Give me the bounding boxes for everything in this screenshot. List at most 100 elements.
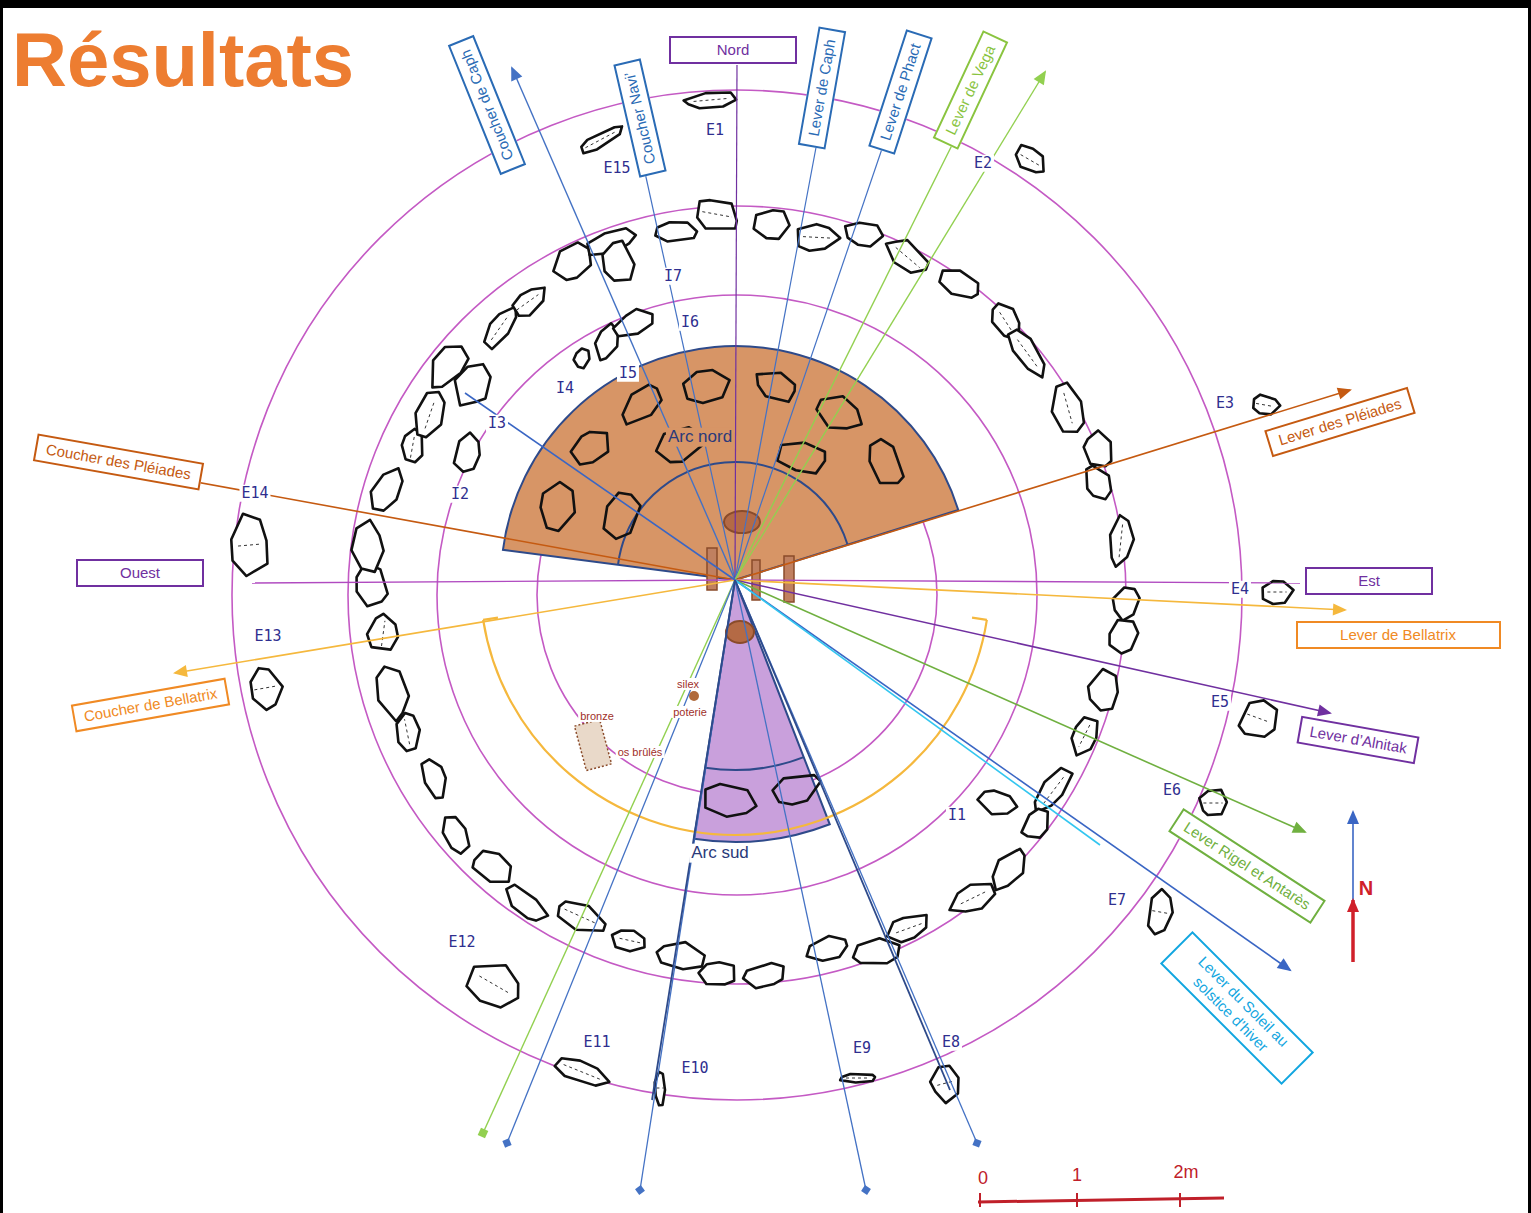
burnt-bone-deposit xyxy=(574,719,611,770)
frame-bar xyxy=(1528,0,1531,1213)
alignment-line xyxy=(735,93,978,580)
reference-circle xyxy=(232,90,1242,1100)
stone-axis xyxy=(517,295,539,310)
alignment-label: Coucher des Pléiades xyxy=(44,440,192,483)
stone xyxy=(939,271,978,298)
alignment-lines xyxy=(130,65,1350,1190)
stone-axis xyxy=(1064,393,1072,423)
stone xyxy=(684,92,737,108)
stone-axis xyxy=(585,132,614,147)
stone-number: E5 xyxy=(1209,694,1231,711)
stone-axis xyxy=(491,315,508,340)
alignment-box: Ouest xyxy=(76,559,204,587)
stone-axis xyxy=(382,621,385,646)
stone-number: I4 xyxy=(554,380,576,397)
stone-axis xyxy=(702,212,732,217)
alignment-label: Nord xyxy=(680,41,786,59)
stone-axis xyxy=(1267,592,1286,593)
stone-number: I7 xyxy=(662,268,684,285)
stone-number: E11 xyxy=(581,1034,612,1051)
alignment-box: Lever de Vega xyxy=(932,30,1008,150)
frame-bar xyxy=(0,0,1531,8)
stone-number: E10 xyxy=(679,1060,710,1077)
stone xyxy=(506,885,548,921)
hearth xyxy=(726,621,754,643)
stone-number: E1 xyxy=(704,122,726,139)
alignment-label: Coucher de Caph xyxy=(457,47,518,163)
stone-number: I5 xyxy=(617,365,639,382)
stone xyxy=(1263,581,1294,604)
stone xyxy=(371,468,403,510)
alignment-line xyxy=(735,65,737,580)
stone xyxy=(699,962,735,984)
alignment-line xyxy=(735,390,1350,580)
stone xyxy=(422,759,446,798)
stone-number: E14 xyxy=(239,485,270,502)
alignment-box: Est xyxy=(1305,567,1433,595)
alignment-line xyxy=(735,110,823,580)
stone xyxy=(377,667,409,722)
alignment-line xyxy=(735,580,1305,832)
alignment-line xyxy=(735,580,1300,583)
stone xyxy=(978,791,1018,815)
plan-label: Arc sud xyxy=(689,844,751,863)
alignment-line xyxy=(130,470,735,580)
stone-axis xyxy=(1247,714,1268,722)
stone-number: E15 xyxy=(601,160,632,177)
bellatrix-arc-end xyxy=(972,618,987,620)
alignment-line xyxy=(735,580,977,1143)
alignment-box: Lever d’Alnitak xyxy=(1296,716,1419,764)
stone xyxy=(555,1058,610,1085)
stone xyxy=(887,915,926,942)
alignment-box: Lever du Soleil au solstice d’hiver xyxy=(1160,931,1314,1085)
stone xyxy=(251,668,283,710)
alignment-label: Est xyxy=(1316,572,1422,590)
reference-circles xyxy=(232,90,1242,1100)
stone xyxy=(1072,717,1098,755)
north-arc-inner xyxy=(618,462,848,565)
stone xyxy=(1113,587,1140,620)
stone-axis xyxy=(1256,403,1274,406)
stone xyxy=(886,240,928,273)
alignment-box: Lever Rigel et Antarès xyxy=(1168,808,1326,924)
alignment-label: Coucher de Bellatrix xyxy=(82,684,218,725)
plan-label: poterie xyxy=(671,706,709,718)
north-arc-sector xyxy=(503,346,958,580)
stone xyxy=(697,200,737,228)
stone xyxy=(655,222,697,241)
plan-label: bronze xyxy=(578,710,616,722)
stone-axis xyxy=(238,544,262,546)
stone-number: E7 xyxy=(1106,892,1128,909)
stone-number: E2 xyxy=(972,155,994,172)
stone-number: E6 xyxy=(1161,782,1183,799)
scale-number: 1 xyxy=(1070,1166,1084,1186)
scale-tick xyxy=(1076,1193,1078,1207)
alignment-box: Coucher de Caph xyxy=(448,35,526,175)
stone xyxy=(1016,145,1044,172)
stone xyxy=(484,307,516,349)
alignment-box: Lever de Phact xyxy=(868,29,933,155)
alignment-box: Lever des Pléiades xyxy=(1264,387,1416,458)
stone xyxy=(581,126,622,153)
stone xyxy=(1052,383,1084,432)
reference-circle xyxy=(348,206,1126,984)
stone xyxy=(467,965,519,1007)
reference-circle xyxy=(437,295,1037,895)
stone xyxy=(553,242,591,279)
stone-axis xyxy=(405,719,410,744)
stone xyxy=(930,1066,958,1103)
stone-axis xyxy=(1119,525,1122,558)
stone-axis xyxy=(959,892,985,905)
stone-number: E8 xyxy=(940,1034,962,1051)
stone xyxy=(1088,669,1118,710)
alignment-box: Lever de Caph xyxy=(798,26,846,149)
stone-number: I1 xyxy=(946,807,968,824)
stone-axis xyxy=(656,1088,663,1089)
stone xyxy=(754,210,790,239)
alignment-label: Ouest xyxy=(87,564,193,582)
alignment-line xyxy=(175,580,735,673)
stone xyxy=(757,373,795,402)
slide-title: Résultats xyxy=(12,18,354,102)
stone xyxy=(541,482,575,531)
alignment-box: Lever de Bellatrix xyxy=(1296,621,1501,649)
